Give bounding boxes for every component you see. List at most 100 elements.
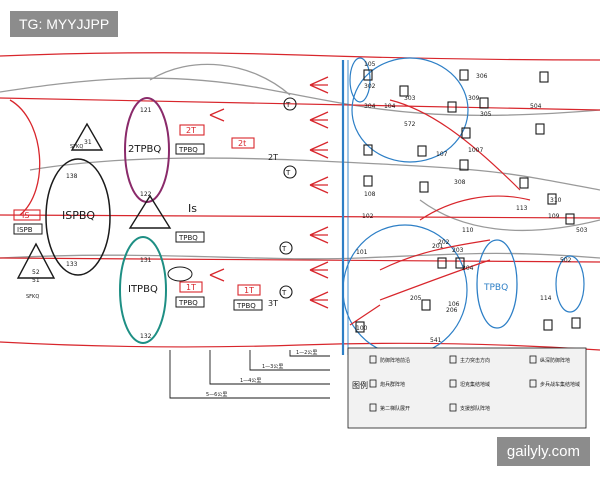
legend-item-3: 纵深防御阵地	[540, 357, 570, 364]
front-line-bottom	[0, 341, 600, 351]
scale-lines	[169, 350, 330, 399]
tag-is-text: IS	[22, 211, 29, 220]
svg-text:206: 206	[446, 307, 458, 314]
svg-text:31: 31	[84, 139, 92, 146]
artillery-fans	[209, 76, 329, 309]
left-arc	[9, 99, 41, 216]
svg-text:304: 304	[364, 103, 376, 110]
svg-text:203: 203	[452, 247, 464, 254]
svg-text:114: 114	[540, 295, 552, 302]
triangle-left	[16, 242, 56, 279]
triangle-top	[70, 122, 104, 151]
outline-cell-2	[167, 266, 193, 282]
svg-text:138: 138	[66, 173, 78, 180]
label-2tpbq: 2TPBQ	[128, 144, 161, 155]
svg-text:302: 302	[364, 83, 376, 90]
legend-frame	[347, 347, 587, 429]
svg-text:108: 108	[364, 191, 376, 198]
outline-1spbq	[45, 158, 111, 276]
box-tpbq-1-text: TPBQ	[178, 146, 198, 154]
svg-text:502: 502	[560, 257, 572, 264]
tag-2t-top	[179, 124, 205, 136]
watermark-top-left: TG: MYYJJPP	[10, 11, 119, 37]
outline-unit-528	[555, 255, 585, 313]
box-tpbq-3-text: TPBQ	[178, 299, 198, 307]
t-markers	[279, 97, 297, 299]
svg-text:541: 541	[430, 337, 442, 344]
svg-text:202: 202	[438, 239, 450, 246]
svg-text:504: 504	[530, 103, 542, 110]
svg-text:201: 201	[432, 243, 444, 250]
road-right	[419, 199, 600, 232]
label-sfkq: SFKQ	[70, 144, 83, 150]
svg-text:503: 503	[576, 227, 588, 234]
svg-text:113: 113	[516, 205, 528, 212]
box-tpbq-2	[175, 231, 205, 243]
number-labels: 105 302 303 306 304 309 504 572 305 107 …	[32, 61, 588, 344]
tag-2t-top-text: 2T	[186, 126, 196, 135]
t-marker-1	[283, 97, 297, 111]
label-is: Is	[188, 202, 197, 215]
svg-text:105: 105	[364, 61, 376, 68]
front-line-top	[0, 52, 600, 61]
svg-text:306: 306	[476, 73, 488, 80]
legend-item-6: 步兵战车集结地域	[540, 381, 580, 388]
t-marker-3-text: T	[281, 245, 287, 253]
scale-label-3: 1—4公里	[240, 378, 261, 384]
box-tpbq-1	[175, 143, 205, 155]
legend-item-1: 防御阵地前沿	[380, 357, 410, 364]
t-marker-2	[283, 165, 297, 179]
box-tpbq-4-text: TPBQ	[236, 302, 256, 310]
triangle-mid	[128, 194, 172, 229]
outline-tpbq-right	[476, 239, 518, 329]
road-lower	[0, 252, 600, 260]
scale-label-2: 1—3公里	[262, 364, 283, 370]
watermark-bottom-right: gailyly.com	[496, 437, 590, 466]
unit-outlines	[45, 57, 585, 356]
svg-text:131: 131	[140, 257, 152, 264]
box-ispb	[13, 223, 43, 235]
label-1spbq: ISPBQ	[62, 209, 95, 222]
svg-text:303: 303	[404, 95, 416, 102]
svg-text:310: 310	[550, 197, 562, 204]
svg-text:205: 205	[410, 295, 422, 302]
tag-1t-left	[179, 281, 203, 293]
tag-2t-right-text: 2t	[238, 139, 246, 148]
svg-text:100: 100	[356, 325, 368, 332]
legend-item-8: 支援部队阵地	[460, 405, 490, 412]
scale-label-1: 1—2公里	[296, 350, 317, 356]
front-lines	[0, 52, 600, 351]
svg-text:101: 101	[356, 249, 368, 256]
svg-text:308: 308	[454, 179, 466, 186]
svg-text:109: 109	[548, 213, 560, 220]
road-mid	[29, 157, 600, 191]
svg-text:305: 305	[480, 111, 492, 118]
svg-text:110: 110	[462, 227, 474, 234]
label-boxes	[13, 143, 263, 311]
svg-text:107: 107	[436, 151, 448, 158]
svg-text:309: 309	[468, 95, 480, 102]
svg-text:52: 52	[32, 269, 40, 276]
legend-title: 图例	[352, 380, 368, 390]
svg-text:51: 51	[32, 277, 40, 284]
tag-is	[13, 209, 41, 221]
tag-1t-right-text: 1T	[244, 286, 254, 295]
outline-1tpbq	[119, 236, 167, 344]
t-marker-3	[279, 241, 293, 255]
legend-item-7: 第二梯队展开	[380, 405, 410, 412]
svg-text:106: 106	[448, 301, 460, 308]
triangles	[16, 122, 172, 279]
svg-text:132: 132	[140, 333, 152, 340]
legend: 图例 防御阵地前沿 主力突击方向 纵深防御阵地 炮兵群阵地 坦克集结地域 步兵战…	[347, 347, 587, 429]
svg-text:121: 121	[140, 107, 152, 114]
t-marker-2-text: T	[285, 169, 291, 177]
tag-1t-left-text: 1T	[186, 283, 196, 292]
label-1tpbq: ITPBQ	[128, 284, 158, 295]
road-loop	[149, 63, 291, 96]
box-tpbq-4	[233, 299, 263, 311]
label-sfkq-2: SFKQ	[26, 294, 39, 300]
svg-text:204: 204	[462, 265, 474, 272]
t-marker-1-text: T	[285, 101, 291, 109]
unit-boxes	[355, 69, 581, 333]
